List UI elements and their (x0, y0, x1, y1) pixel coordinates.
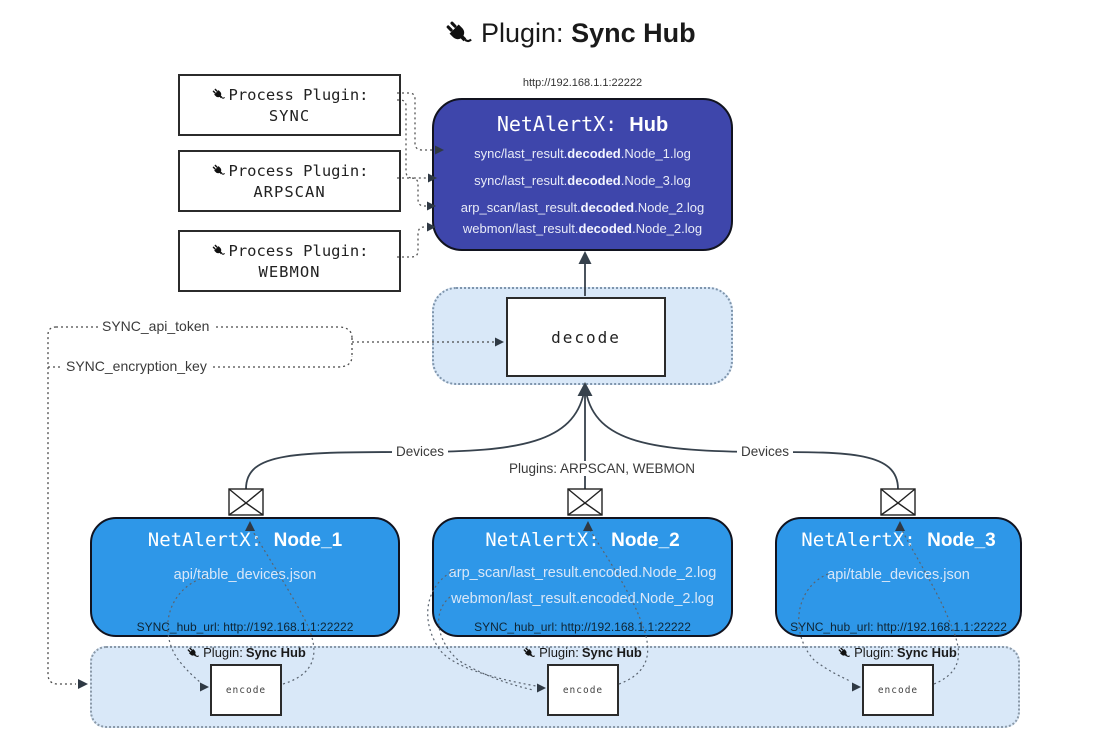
hub-log-pre: sync/last_result. (474, 146, 568, 161)
process-plugin-label: Process Plugin: (228, 85, 369, 104)
plug-icon (446, 21, 472, 43)
plug-icon (212, 88, 225, 99)
sync-api-token-label: SYNC_api_token (98, 318, 214, 334)
plug-icon (212, 244, 225, 255)
hub-title: NetAlertX: Hub (434, 112, 731, 137)
hub-log-line: arp_scan/last_result.decoded.Node_2.log (434, 200, 731, 215)
process-plugin-name-arpscan: ARPSCAN (253, 182, 326, 201)
sync-encryption-key-label: SYNC_encryption_key (62, 358, 211, 374)
plugins-label-middle: Plugins: ARPSCAN, WEBMON (505, 461, 700, 476)
hub-box: NetAlertX: Hub sync/last_result.decoded.… (432, 98, 733, 251)
encode-band-label-prefix: Plugin: (203, 645, 243, 660)
hub-log-post: .Node_2.log (631, 221, 703, 236)
devices-label-left: Devices (392, 444, 449, 459)
hub-log-bold: decoded (567, 173, 621, 188)
process-plugin-box-arpscan: Process Plugin: ARPSCAN (178, 150, 401, 212)
hub-log-line: sync/last_result.decoded.Node_1.log (434, 146, 731, 161)
process-plugin-sync-header: Process Plugin: (211, 85, 369, 104)
process-plugin-box-webmon: Process Plugin: WEBMON (178, 230, 401, 292)
process-plugin-label: Process Plugin: (228, 241, 369, 260)
hub-log-post: .Node_2.log (634, 200, 705, 215)
hub-log-pre: sync/last_result. (474, 173, 568, 188)
process-plugin-label: Process Plugin: (228, 161, 369, 180)
node-title-prefix: NetAlertX: (147, 529, 263, 551)
encode-band-label-prefix: Plugin: (539, 645, 579, 660)
page-title-prefix: Plugin: (481, 18, 564, 48)
node-title-prefix: NetAlertX: (485, 529, 600, 551)
hub-log-pre: webmon/last_result. (462, 221, 579, 236)
devices-label-right: Devices (737, 444, 794, 459)
hub-log-bold: decoded (580, 200, 635, 215)
page-title-name: Sync Hub (571, 18, 696, 48)
hub-log-line: webmon/last_result.decoded.Node_2.log (434, 221, 731, 236)
hub-log-bold: decoded (567, 146, 621, 161)
encode-band-label-prefix: Plugin: (854, 645, 894, 660)
process-plugin-name-sync: SYNC (268, 106, 311, 125)
hub-log-post: .Node_3.log (620, 173, 691, 188)
page-title: Plugin: Sync Hub (443, 18, 696, 49)
node-title-prefix: NetAlertX: (801, 529, 916, 551)
decode-box: decode (506, 297, 666, 377)
hub-log-pre: arp_scan/last_result. (460, 200, 581, 215)
hub-title-name: Hub (629, 114, 669, 136)
page-title-text: Plugin: Sync Hub (481, 18, 696, 49)
hub-log-line: sync/last_result.decoded.Node_3.log (434, 173, 731, 188)
process-plugin-webmon-header: Process Plugin: (211, 241, 369, 260)
hub-url-label: http://192.168.1.1:22222 (522, 77, 643, 89)
hub-log-bold: decoded (578, 221, 632, 236)
hub-title-prefix: NetAlertX: (496, 112, 618, 136)
plug-icon (212, 164, 225, 175)
process-plugin-arpscan-header: Process Plugin: (211, 161, 369, 180)
process-plugin-name-webmon: WEBMON (258, 262, 321, 281)
hub-log-post: .Node_1.log (620, 146, 691, 161)
